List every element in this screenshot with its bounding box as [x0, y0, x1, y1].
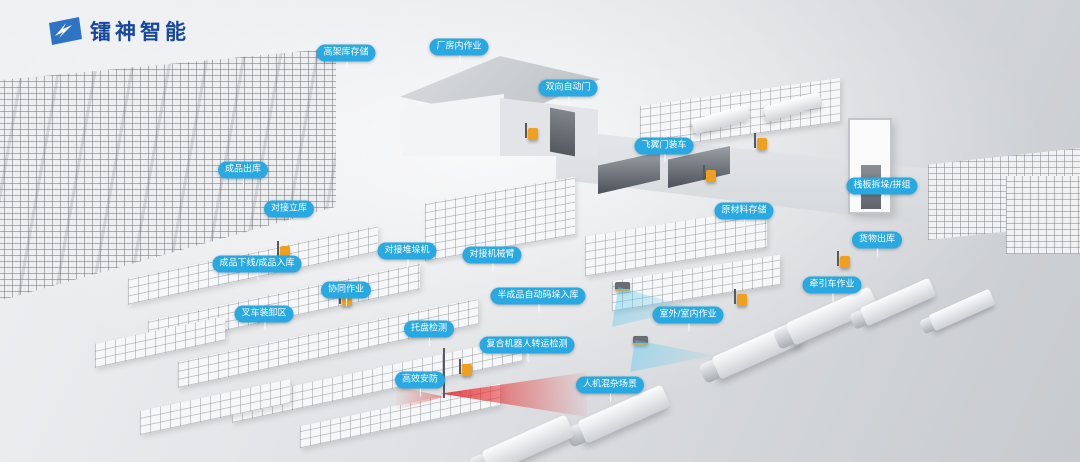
label-tow-tractor-operation: 牵引车作业	[802, 276, 862, 302]
forklift	[837, 251, 850, 268]
agv	[633, 336, 648, 345]
factory-building	[400, 56, 600, 158]
forklift	[525, 123, 538, 140]
forklift	[277, 241, 290, 258]
label-indoor-operation: 厂房内作业	[429, 38, 489, 64]
forklift	[703, 165, 716, 182]
logo-text: 镭神智能	[90, 20, 190, 44]
label-goods-outbound: 货物出库	[851, 231, 903, 257]
logo: 镭神智能	[46, 16, 190, 46]
lidar-mast	[443, 348, 445, 398]
factory-gable-wall	[402, 94, 504, 156]
forklift	[339, 289, 352, 306]
pallet-block-center	[425, 176, 575, 262]
truck	[481, 414, 575, 462]
truck	[928, 288, 996, 332]
label-semi-auto-palletizing: 半成品自动码垛入库	[490, 287, 586, 313]
forklift	[754, 133, 767, 150]
factory-side-wall	[500, 98, 598, 156]
auto-door-opening	[550, 107, 575, 157]
forklift	[734, 289, 747, 306]
forklift	[459, 359, 472, 376]
truck	[577, 384, 671, 444]
pallet-row	[140, 379, 290, 435]
agv	[615, 282, 630, 291]
lift-tower	[848, 118, 892, 214]
pallet-racks-right-small	[1006, 176, 1080, 254]
leishen-logo-icon	[49, 17, 82, 45]
